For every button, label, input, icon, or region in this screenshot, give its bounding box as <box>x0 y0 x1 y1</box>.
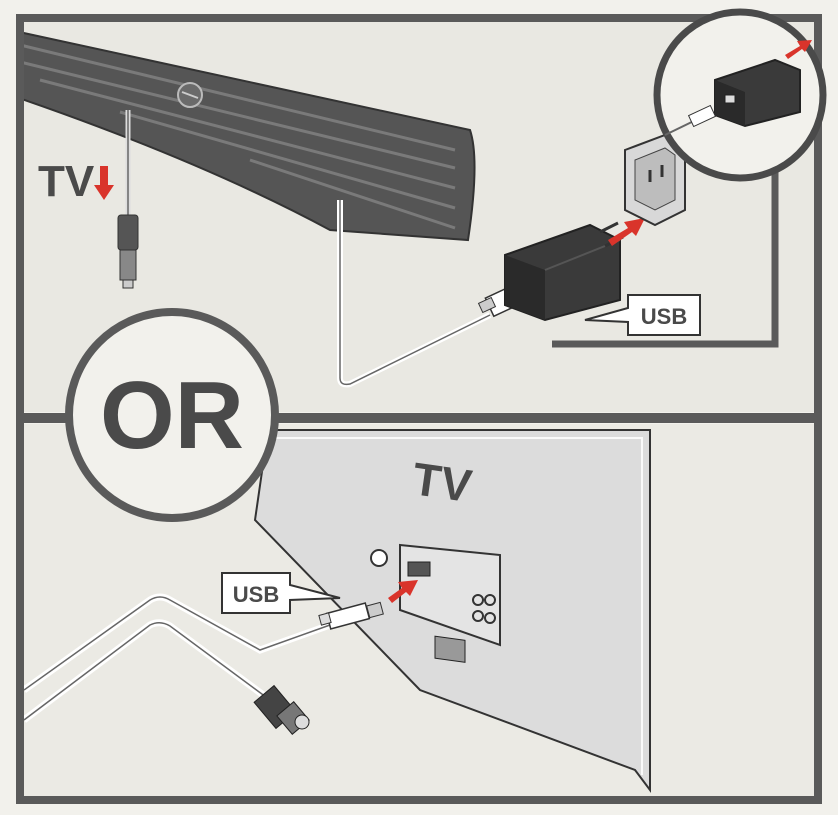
or-label: OR <box>100 362 244 469</box>
usb-port-icon <box>407 561 431 577</box>
coax-connector-icon <box>117 214 139 289</box>
arrow-up-right-icon <box>785 40 812 59</box>
usb-adapter-label: USB <box>641 304 687 329</box>
usb-plug-bottom-icon <box>318 601 384 630</box>
arrow-to-usb-port-icon <box>388 580 418 603</box>
arrow-to-outlet-icon <box>608 218 645 246</box>
tv-panel-label: TV <box>410 452 476 512</box>
tv-top-label: TV <box>38 157 95 206</box>
outer-frame <box>16 14 822 804</box>
tv-button-icon <box>370 549 388 567</box>
port-panel <box>399 543 501 663</box>
wall-outlet-icon <box>624 133 686 227</box>
usb-adapter-callout: USB <box>584 294 701 336</box>
power-adapter-icon <box>504 221 624 322</box>
magnified-detail-circle <box>653 8 827 182</box>
usb-port-label: USB <box>233 582 279 607</box>
usb-port-callout: USB <box>221 572 341 614</box>
antenna-bar <box>24 32 476 242</box>
coax-connector-bottom-icon <box>253 684 310 735</box>
arrow-down-icon <box>94 166 114 200</box>
or-badge: OR <box>65 308 279 522</box>
magnifier-bracket <box>552 155 779 348</box>
